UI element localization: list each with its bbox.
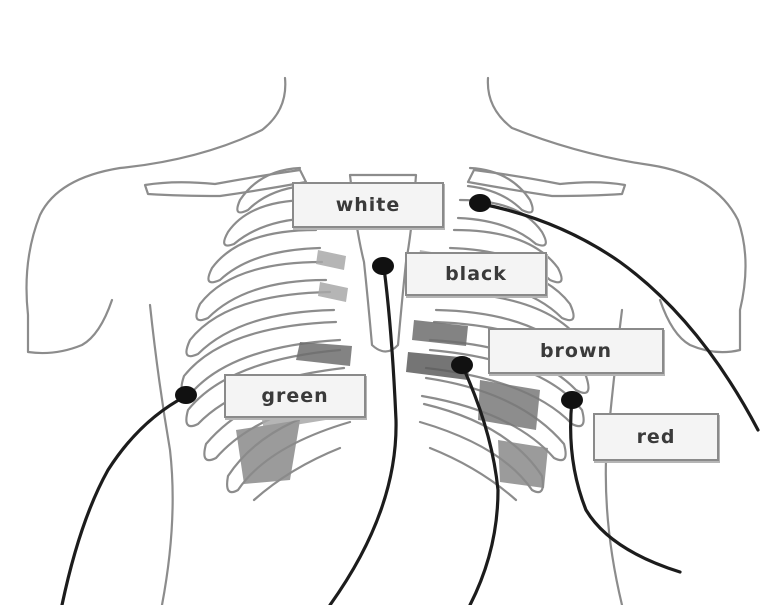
electrode-green xyxy=(175,386,197,404)
lead-wire-black xyxy=(330,268,396,605)
label-green: green xyxy=(224,374,366,418)
label-white: white xyxy=(292,182,444,228)
label-red: red xyxy=(593,413,719,461)
electrode-black xyxy=(372,257,394,275)
left-arm-line xyxy=(150,305,173,605)
electrode-brown xyxy=(451,356,473,374)
label-brown: brown xyxy=(488,328,664,374)
electrode-red xyxy=(561,391,583,409)
label-black: black xyxy=(405,252,547,296)
electrode-white xyxy=(469,194,491,212)
left-clavicle xyxy=(145,170,306,196)
